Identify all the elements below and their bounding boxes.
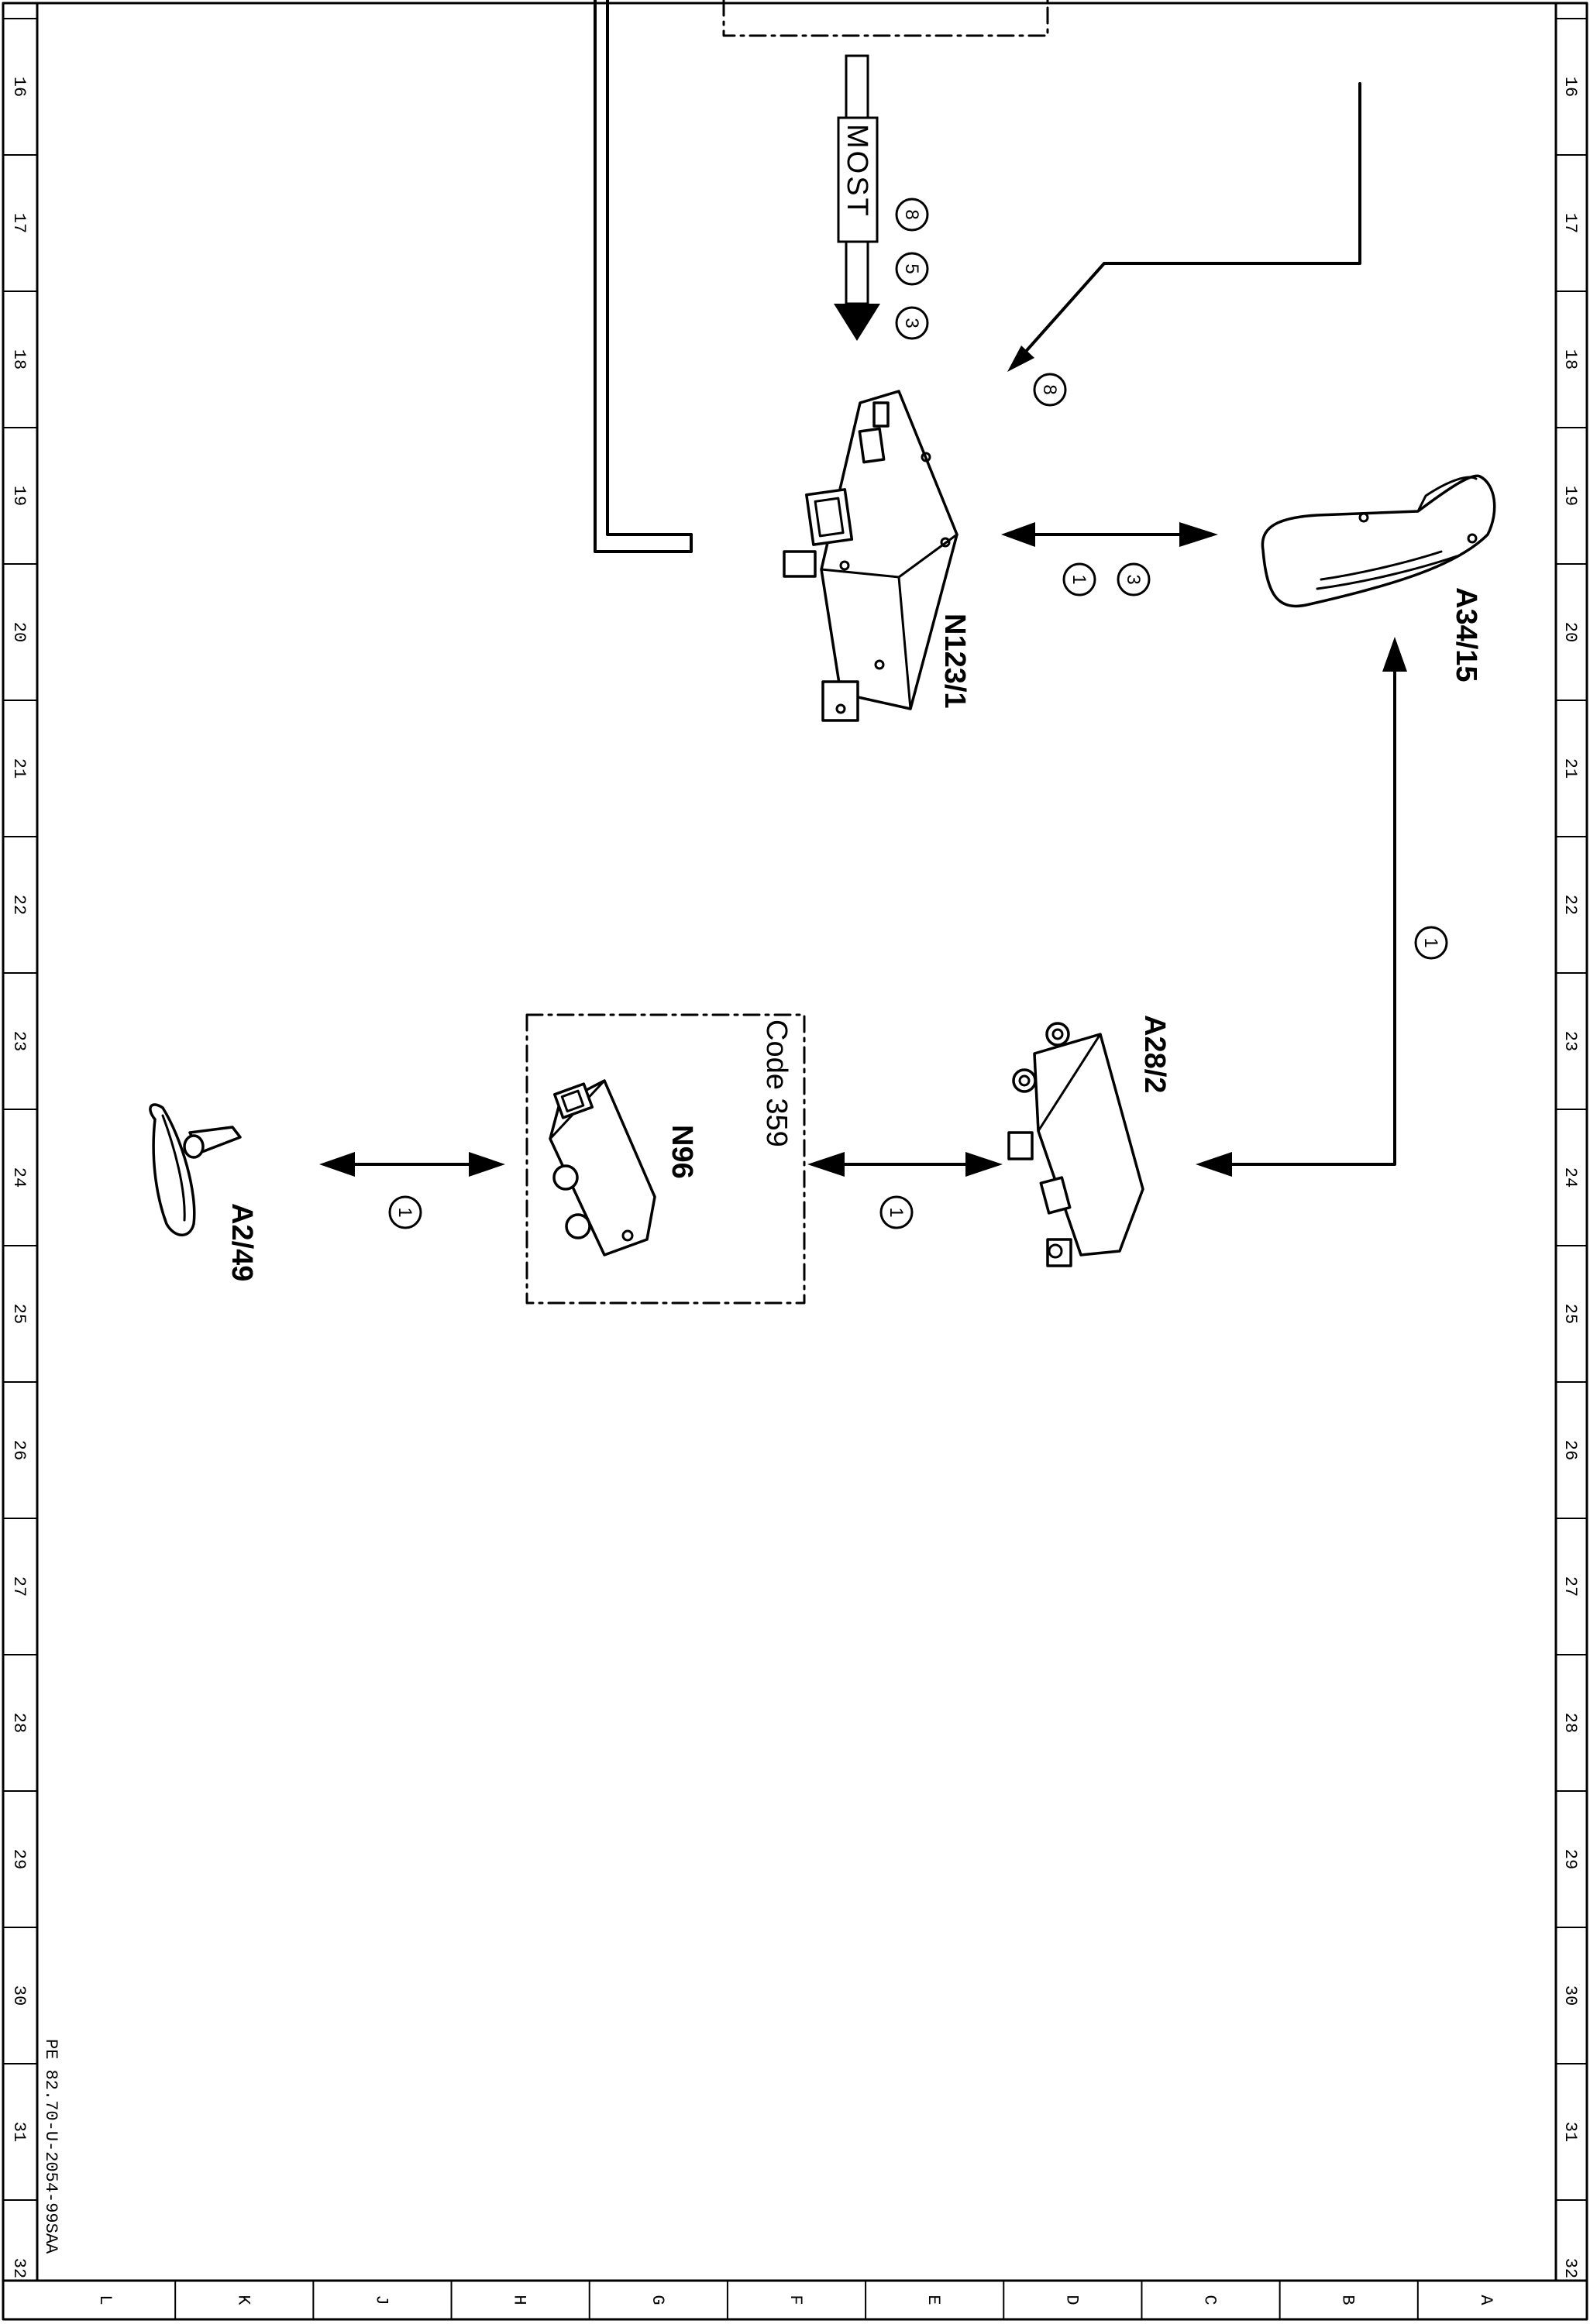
row-number-right: 32 — [1561, 2258, 1580, 2278]
row-number-right: 25 — [1561, 1304, 1580, 1324]
label-n123-1: N123/1 — [938, 614, 971, 709]
callout-most-5: 5 — [895, 252, 929, 286]
callout-most-3: 3 — [895, 306, 929, 340]
row-numbers-right: 16 17 18 19 20 21 22 23 24 25 26 27 28 29 30 31 32 — [1561, 77, 1580, 2278]
option-box-code-359 — [525, 1013, 806, 1305]
column-letter: F — [786, 2295, 805, 2305]
row-number-left: 21 — [9, 758, 29, 779]
row-number-left: 17 — [9, 213, 29, 233]
row-number-right: 30 — [1561, 1985, 1580, 2006]
arrow-n123-a34 — [1001, 522, 1218, 547]
row-number-left: 29 — [9, 1849, 29, 1869]
component-n96 — [549, 1079, 656, 1257]
column-letter: L — [95, 2295, 115, 2305]
row-number-left: 27 — [9, 1576, 29, 1597]
svg-text:5: 5 — [901, 263, 922, 273]
row-number-right: 24 — [1561, 1167, 1580, 1188]
row-number-left: 31 — [9, 2122, 29, 2142]
arrow-a34-a28 — [1196, 637, 1407, 1177]
row-numbers-left: 16 17 18 19 20 21 22 23 24 25 26 27 28 29 30 31 32 — [9, 77, 29, 2278]
column-tick-marks — [174, 2280, 1419, 2320]
row-number-right: 22 — [1561, 895, 1580, 915]
most-callouts: 8 5 3 — [895, 198, 929, 340]
column-letter: E — [924, 2295, 943, 2305]
column-letter: J — [371, 2295, 391, 2305]
arrow-n96-a2 — [319, 1152, 505, 1177]
arrow-a28-n96 — [807, 1152, 1003, 1177]
upper-wiring — [594, 0, 1361, 553]
row-number-left: 16 — [9, 77, 29, 97]
row-number-right: 17 — [1561, 213, 1580, 233]
svg-text:1: 1 — [394, 1207, 415, 1217]
callout-n123-a34-3: 3 — [1117, 562, 1151, 596]
row-number-left: 28 — [9, 1713, 29, 1733]
svg-text:8: 8 — [901, 209, 922, 219]
column-letter: B — [1338, 2295, 1358, 2305]
row-number-right: 16 — [1561, 77, 1580, 97]
label-a28-2: A28/2 — [1138, 1015, 1171, 1093]
callout-n96-a2-1: 1 — [388, 1195, 422, 1229]
most-bus-label: MOST — [841, 124, 873, 218]
row-number-right: 21 — [1561, 758, 1580, 779]
most-bus-label-box — [837, 116, 879, 243]
row-number-left: 30 — [9, 1985, 29, 2006]
column-letter: H — [510, 2295, 529, 2305]
column-letter: D — [1062, 2295, 1081, 2305]
callout-a34-a28-1: 1 — [1414, 926, 1448, 960]
component-a2-49 — [149, 1103, 242, 1236]
row-number-left: 25 — [9, 1304, 29, 1324]
row-number-right: 27 — [1561, 1576, 1580, 1597]
row-number-left: 32 — [9, 2258, 29, 2278]
most-bus-arrow: MOST — [834, 54, 880, 341]
column-letter: C — [1200, 2295, 1220, 2305]
row-number-right: 29 — [1561, 1849, 1580, 1869]
column-letter: G — [648, 2295, 667, 2305]
row-number-right: 26 — [1561, 1440, 1580, 1460]
svg-text:1: 1 — [1420, 937, 1441, 947]
row-tick-marks — [2, 18, 1588, 2201]
svg-text:8: 8 — [1039, 384, 1060, 394]
svg-text:1: 1 — [1069, 574, 1089, 584]
row-number-left: 19 — [9, 486, 29, 506]
row-number-left: 23 — [9, 1031, 29, 1051]
sheet-reference: PE 82.70-U-2054-99SAA — [41, 2039, 60, 2254]
callout-n123-a34-1: 1 — [1062, 562, 1096, 596]
row-number-left: 22 — [9, 895, 29, 915]
row-number-left: 26 — [9, 1440, 29, 1460]
label-a2-49: A2/49 — [225, 1203, 258, 1281]
row-number-left: 18 — [9, 349, 29, 370]
row-number-right: 18 — [1561, 349, 1580, 370]
option-code-359: Code 359 — [760, 1019, 793, 1147]
row-number-right: 19 — [1561, 486, 1580, 506]
component-n123-1 — [783, 390, 958, 722]
column-letter: A — [1476, 2295, 1495, 2305]
callout-feed-8: 8 — [1033, 373, 1067, 407]
label-n96: N96 — [666, 1125, 698, 1179]
svg-text:3: 3 — [901, 318, 922, 328]
row-number-left: 24 — [9, 1167, 29, 1188]
column-letter: K — [233, 2295, 253, 2305]
label-a34-15: A34/15 — [1450, 587, 1482, 682]
component-a34-15 — [1261, 474, 1496, 608]
svg-text:3: 3 — [1123, 574, 1144, 584]
component-a28-2 — [1007, 1022, 1144, 1267]
row-number-right: 20 — [1561, 622, 1580, 642]
row-number-right: 23 — [1561, 1031, 1580, 1051]
svg-text:1: 1 — [886, 1207, 907, 1217]
callout-a28-n96-1: 1 — [879, 1195, 914, 1229]
row-number-right: 28 — [1561, 1713, 1580, 1733]
row-number-left: 20 — [9, 622, 29, 642]
row-number-right: 31 — [1561, 2122, 1580, 2142]
callout-most-8: 8 — [895, 198, 929, 232]
